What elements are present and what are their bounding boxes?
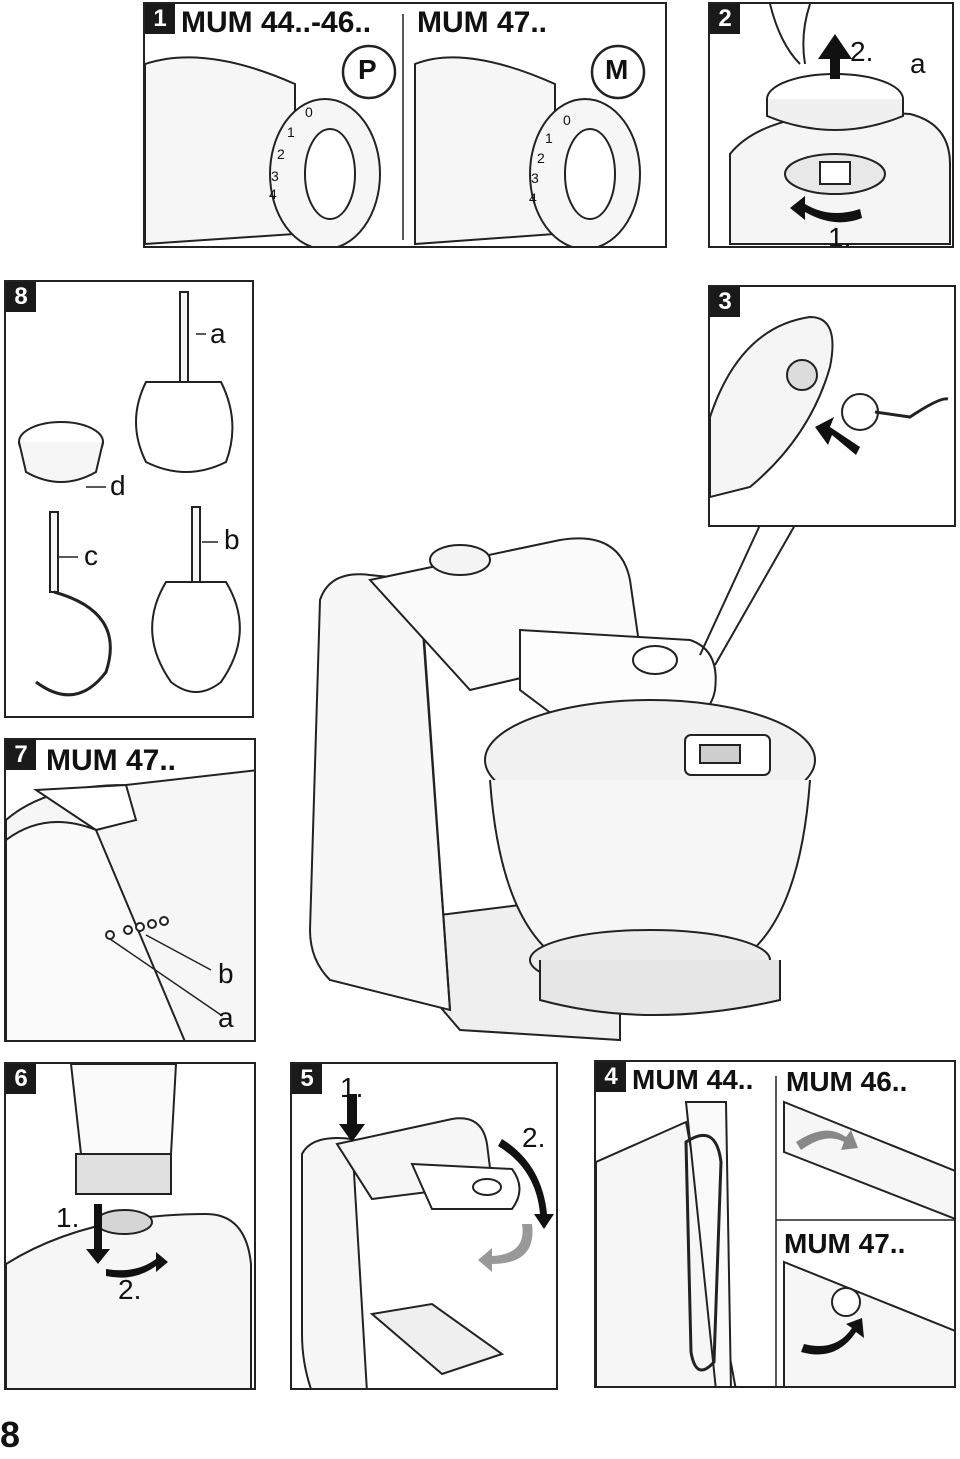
dial-mark: 0 [305,104,313,120]
dial-mark: 4 [529,190,537,206]
step-label: 2. [850,36,874,67]
dial-mark: 3 [271,168,279,184]
part-label-b: b [218,958,234,989]
panel-title-left: MUM 44.. [632,1064,754,1095]
step-label: 2. [118,1274,142,1305]
speed-dial-illustration [145,14,646,246]
panel-8: 8 a d c b [4,280,254,718]
step-label: 1. [340,1072,364,1103]
manual-icon-label: M [605,54,629,85]
part-label-d: d [110,470,126,501]
panel-number: 3 [710,287,740,317]
cover-removal-illustration [729,4,951,245]
dial-mark: 2 [277,146,285,162]
panel-number: 8 [6,282,36,312]
part-label-a: a [218,1002,234,1033]
panel-number: 4 [596,1062,626,1092]
panel-5: 5 1. 2. [290,1062,558,1390]
step-label: 1. [56,1202,80,1233]
indicator-lights-illustration [6,769,254,1040]
dial-mark: 2 [537,150,545,166]
page-number: 8 [0,1414,21,1455]
panel-2: 2 2. a 1. [708,2,954,248]
dial-mark: 1 [287,124,295,140]
panel-title: MUM 47.. [46,744,177,777]
panel-number: 1 [145,4,175,34]
dial-mark: 3 [531,170,539,186]
panel-6: 6 1. 2. [4,1062,256,1390]
tool-insert-illustration [710,315,949,499]
panel-1: 1 MUM 44..-46.. MUM 47.. P M 0 1 2 3 4 0… [143,2,667,248]
part-label-b: b [224,524,240,555]
panel-title-right: MUM 47.. [417,6,548,39]
panel-number: 6 [6,1064,36,1094]
panel-7: 7 MUM 47.. b a [4,738,256,1042]
step-label: 1. [828,222,852,248]
cord-storage-illustration [596,1076,954,1386]
panel-number: 2 [710,4,740,34]
panel-number: 7 [6,740,36,770]
panel-title-lower: MUM 47.. [784,1228,906,1259]
panel-title-left: MUM 44..-46.. [181,6,372,39]
dial-mark: 1 [545,130,553,146]
panel-title-right: MUM 46.. [786,1066,908,1097]
step-label: 2. [522,1122,546,1153]
part-label-c: c [84,540,98,571]
dial-mark: 0 [563,112,571,128]
dial-mark: 4 [269,186,277,202]
panel-number: 5 [292,1064,322,1094]
pulse-icon-label: P [358,54,377,85]
panel-4: 4 MUM 44.. MUM 46.. MUM 47.. [594,1060,956,1388]
blender-attach-illustration [6,1064,252,1388]
panel-3: 3 [708,285,956,527]
attachments-illustration [18,291,241,697]
part-label-a: a [210,318,226,349]
arm-swivel-illustration [301,1094,554,1388]
part-label-a: a [910,48,926,79]
